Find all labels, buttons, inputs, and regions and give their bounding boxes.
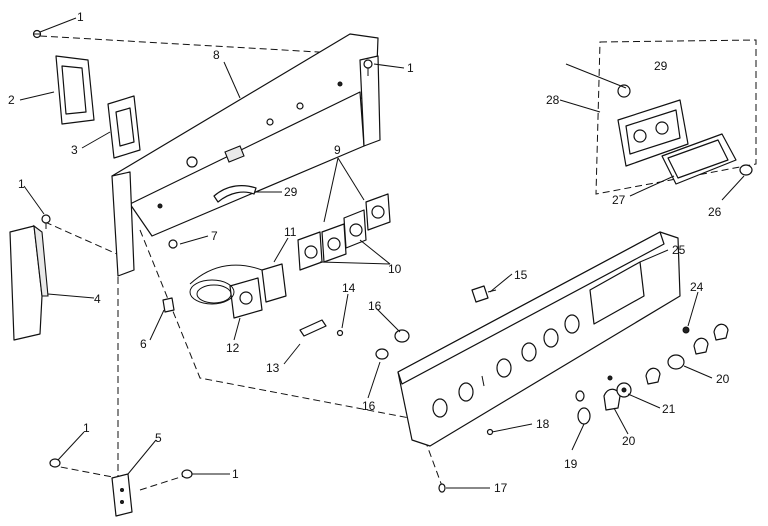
assembly-line-bracket-right (139, 473, 191, 491)
callout-10: 10 (388, 262, 402, 276)
part-knob-19 (577, 407, 591, 425)
screw-1-bottom-right (181, 469, 193, 479)
part-clip-6 (162, 297, 175, 313)
callout-1-top: 1 (77, 10, 84, 24)
part-backguard-frame-8 (111, 33, 381, 277)
assembly-line-top (39, 35, 371, 56)
part-control-panel-24 (397, 231, 681, 447)
callout-17: 17 (494, 481, 508, 495)
part-switch-group-9-10 (297, 193, 391, 271)
part-bracket-13 (299, 319, 344, 337)
part-indicator-light-16b (375, 348, 389, 360)
part-wire-clip-29 (213, 185, 257, 203)
callout-1-bottom-left: 1 (83, 421, 90, 435)
callout-11: 11 (284, 225, 297, 239)
part-indicator-light-16a (394, 329, 410, 343)
assembly-line-screw-17 (424, 439, 443, 487)
callout-7: 7 (211, 229, 218, 243)
callout-25: 26 (708, 205, 722, 219)
callout-16-top: 16 (368, 299, 382, 313)
callout-27: 28 (546, 93, 560, 107)
callout-26: 27 (612, 193, 626, 207)
callout-4: 4 (94, 292, 101, 306)
part-bracket-2 (55, 55, 95, 125)
part-lower-bracket-5 (111, 473, 133, 517)
callout-labels: 1 2 3 8 1 1 4 7 6 29 9 10 11 12 13 14 16… (8, 10, 730, 495)
assembly-line-bracket-left (49, 464, 119, 479)
part-clip-18 (486, 428, 494, 436)
part-knob-20a (603, 388, 621, 411)
callout-1-right: 1 (407, 61, 414, 75)
part-switch-11-12 (189, 263, 287, 319)
leader-lines (19, 17, 745, 489)
callout-9: 9 (334, 143, 341, 157)
callout-20-bottom: 20 (622, 434, 636, 448)
part-clock-group-27 (595, 39, 757, 195)
callout-23: 24 (690, 280, 704, 294)
callout-28: 29 (654, 59, 668, 73)
part-knob-other (575, 323, 729, 402)
callout-6: 6 (140, 337, 147, 351)
part-side-panel-3 (107, 95, 141, 159)
part-lamp-socket-15 (471, 285, 497, 303)
part-nut-7 (168, 239, 178, 249)
callout-16-bottom: 16 (362, 399, 376, 413)
callout-13: 13 (266, 361, 280, 375)
part-screw-17 (438, 483, 446, 493)
callout-8: 8 (213, 48, 220, 62)
screw-1-bottom-left (49, 458, 61, 468)
screw-1-left (41, 214, 51, 229)
callout-15: 15 (514, 268, 528, 282)
part-knob-21 (616, 382, 632, 398)
callout-2: 2 (8, 93, 15, 107)
callout-18: 18 (536, 417, 550, 431)
callout-1-left: 1 (18, 177, 25, 191)
screw-1-right (363, 59, 373, 76)
callout-3: 3 (71, 143, 78, 157)
callout-12: 12 (226, 341, 240, 355)
part-knob-23 (682, 326, 690, 334)
callout-24: 25 (672, 243, 686, 257)
callout-29: 29 (284, 185, 298, 199)
assembly-line-diagonal (139, 229, 421, 421)
callout-5: 5 (155, 431, 162, 445)
screw-1-top (32, 29, 42, 39)
callout-20-right: 20 (716, 372, 730, 386)
callout-1-bottom-right: 1 (232, 467, 239, 481)
callout-21: 21 (662, 402, 676, 416)
part-end-cap-4 (9, 224, 49, 341)
callout-19: 19 (564, 457, 578, 471)
part-knob-20b (667, 354, 685, 370)
callout-14: 14 (342, 281, 356, 295)
